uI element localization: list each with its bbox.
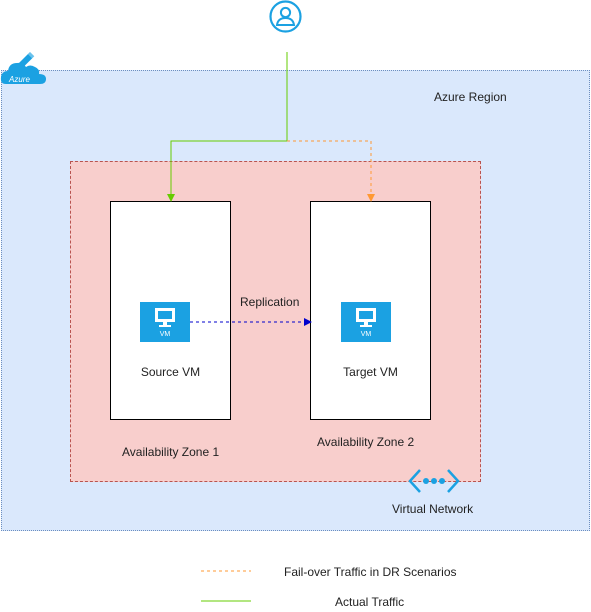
- azure-region-label: Azure Region: [434, 90, 507, 104]
- virtual-network-icon: [408, 466, 460, 496]
- azure-badge-label: Azure: [9, 75, 30, 84]
- legend-failover-label: Fail-over Traffic in DR Scenarios: [284, 565, 457, 579]
- availability-zone-2-label: Availability Zone 2: [317, 435, 415, 449]
- source-vm-icon: VM: [140, 302, 190, 342]
- replication-label: Replication: [240, 295, 300, 309]
- source-vm-label: Source VM: [140, 365, 201, 379]
- target-vm-label: Target VM: [343, 365, 398, 379]
- user-icon: [269, 0, 302, 33]
- target-vm-icon-text: VM: [360, 331, 372, 338]
- legend-actual-label: Actual Traffic: [335, 595, 405, 609]
- actual-traffic-line: [167, 52, 288, 202]
- failover-traffic-line: [287, 140, 375, 202]
- virtual-network-label: Virtual Network: [392, 502, 474, 516]
- azure-cloud-icon: Azure: [0, 50, 52, 88]
- source-vm-icon-text: VM: [159, 331, 171, 338]
- availability-zone-1-label: Availability Zone 1: [122, 445, 220, 459]
- target-vm-icon: VM: [341, 302, 391, 342]
